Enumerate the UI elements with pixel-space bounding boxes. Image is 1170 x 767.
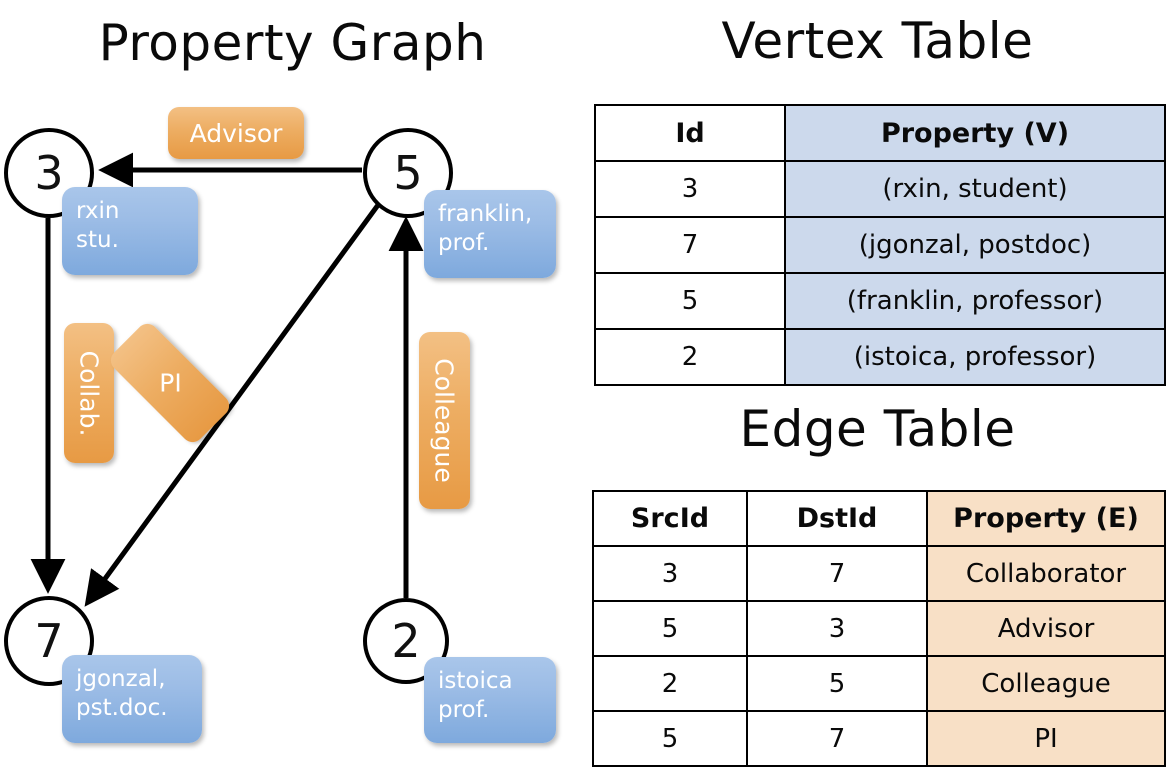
table-row: 3 (rxin, student) <box>594 160 1166 218</box>
edge-row-0-src: 3 <box>592 545 748 602</box>
edge-label-collab: Collab. <box>64 323 114 463</box>
edge-label-advisor-text: Advisor <box>189 118 283 148</box>
edge-row-1-property: Advisor <box>926 600 1166 657</box>
edge-row-2-dst: 5 <box>746 655 928 712</box>
graph-node-7-label: 7 <box>34 614 64 668</box>
table-row: 3 7 Collaborator <box>592 545 1166 602</box>
vertex-table-header-property: Property (V) <box>784 104 1166 162</box>
vertex-row-0-id: 3 <box>594 160 786 218</box>
node-property-callout-5: franklin, prof. <box>424 190 556 278</box>
edge-line-5-to-7 <box>84 203 381 607</box>
edge-row-2-property: Colleague <box>926 655 1166 712</box>
node-property-5-line2: prof. <box>438 230 490 257</box>
edge-label-collab-text: Collab. <box>74 350 104 436</box>
edge-row-3-src: 5 <box>592 710 748 767</box>
page-title-vertex-table: Vertex Table <box>721 12 1034 70</box>
vertex-table-header-id: Id <box>594 104 786 162</box>
vertex-row-1-property: (jgonzal, postdoc) <box>784 216 1166 274</box>
page-title-property-graph: Property Graph <box>98 14 487 72</box>
edge-row-2-src: 2 <box>592 655 748 712</box>
node-property-5-line1: franklin, <box>438 201 533 227</box>
vertex-table-header-row: Id Property (V) <box>594 104 1166 162</box>
edge-row-1-dst: 3 <box>746 600 928 657</box>
edge-label-advisor: Advisor <box>168 107 304 159</box>
edge-row-0-dst: 7 <box>746 545 928 602</box>
node-property-3-line1: rxin <box>76 198 120 224</box>
edge-table-header-row: SrcId DstId Property (E) <box>592 490 1166 547</box>
edge-table-header-dstid: DstId <box>746 490 928 547</box>
node-property-2-line2: prof. <box>438 697 490 724</box>
table-row: 5 3 Advisor <box>592 600 1166 657</box>
vertex-row-3-id: 2 <box>594 328 786 386</box>
edge-row-3-dst: 7 <box>746 710 928 767</box>
property-graph-diagram: 3 5 7 2 rxin stu. franklin, prof. jgonza… <box>0 0 585 760</box>
node-property-2-line1: istoica <box>438 668 513 694</box>
edge-table-header-srcid: SrcId <box>592 490 748 547</box>
graph-node-2[interactable]: 2 <box>363 598 449 684</box>
edge-row-3-property: PI <box>926 710 1166 767</box>
table-row: 7 (jgonzal, postdoc) <box>594 216 1166 274</box>
node-property-3-line2: stu. <box>76 227 119 254</box>
edge-label-pi-text: PI <box>158 368 182 398</box>
node-property-7-line2: pst.doc. <box>76 695 168 722</box>
vertex-row-1-id: 7 <box>594 216 786 274</box>
vertex-row-2-property: (franklin, professor) <box>784 272 1166 330</box>
node-property-callout-2: istoica prof. <box>424 657 556 743</box>
graph-node-5[interactable]: 5 <box>363 128 453 218</box>
edge-table: SrcId DstId Property (E) 3 7 Collaborato… <box>592 490 1166 767</box>
edge-row-0-property: Collaborator <box>926 545 1166 602</box>
table-row: 2 5 Colleague <box>592 655 1166 712</box>
graph-node-3-label: 3 <box>34 146 64 200</box>
node-property-callout-7: jgonzal, pst.doc. <box>62 655 202 743</box>
edge-label-colleague-text: Colleague <box>430 358 460 483</box>
table-row: 2 (istoica, professor) <box>594 328 1166 386</box>
graph-node-2-label: 2 <box>391 614 421 668</box>
edge-label-colleague: Colleague <box>419 332 470 509</box>
node-property-callout-3: rxin stu. <box>62 187 198 275</box>
edge-row-1-src: 5 <box>592 600 748 657</box>
page-title-edge-table: Edge Table <box>739 400 1016 458</box>
graph-edges-svg <box>30 152 424 607</box>
table-row: 5 7 PI <box>592 710 1166 767</box>
table-row: 5 (franklin, professor) <box>594 272 1166 330</box>
graph-node-5-label: 5 <box>393 146 423 200</box>
edge-table-header-property: Property (E) <box>926 490 1166 547</box>
node-property-7-line1: jgonzal, <box>76 666 166 692</box>
vertex-row-0-property: (rxin, student) <box>784 160 1166 218</box>
vertex-row-3-property: (istoica, professor) <box>784 328 1166 386</box>
vertex-row-2-id: 5 <box>594 272 786 330</box>
vertex-table: Id Property (V) 3 (rxin, student) 7 (jgo… <box>594 104 1166 386</box>
